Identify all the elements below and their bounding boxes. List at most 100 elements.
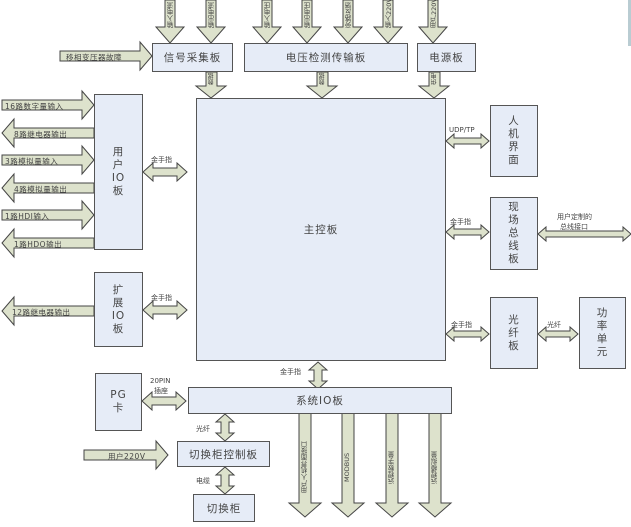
arrow-voltage-data	[305, 71, 339, 99]
label-transformer-fault: 移相变压器故障	[66, 53, 122, 62]
arrow-input-current	[154, 0, 186, 44]
power-unit[interactable]: 功 率 单 元	[579, 297, 626, 369]
main-control-board[interactable]: 主控板	[196, 98, 446, 361]
ext-io-char: 展	[112, 296, 125, 309]
switch-ctrl-label: 切换柜控制板	[189, 448, 258, 461]
arrow-out-remote-digital	[374, 412, 410, 518]
label-input-voltage: 输入电压	[264, 2, 272, 28]
arrow-userio-main	[142, 161, 188, 183]
arrow-main-hmi	[445, 132, 490, 150]
label-fiber-switch: 光纤	[196, 425, 210, 433]
arrow-output-current	[195, 0, 227, 44]
label-20pin-2: 插座	[154, 387, 168, 395]
system-io-board[interactable]: 系统IO板	[188, 387, 452, 414]
arrow-extio-main	[142, 299, 188, 321]
switch-cabinet[interactable]: 切换柜	[193, 494, 255, 522]
ext-io-char: 板	[112, 322, 125, 335]
voltage-detection-board[interactable]: 电压检测传输板	[244, 43, 408, 72]
label-output-voltage: 输出电压	[304, 2, 312, 28]
arrow-main-fieldbus	[445, 223, 490, 241]
user-io-char: 板	[112, 185, 125, 197]
power-board[interactable]: 电源板	[417, 43, 476, 72]
label-input-220v: 输入220V	[385, 0, 393, 28]
arrow-input-220v	[372, 0, 404, 44]
arrow-sysio-switchctrl	[214, 413, 236, 442]
label-power-supply: 供电	[431, 73, 438, 85]
ext-io-char: 扩	[112, 283, 125, 296]
arrow-user-220v-switch	[83, 439, 169, 471]
user-io-board[interactable]: 用 户 IO 板	[94, 94, 143, 250]
arrow-switchctrl-cab	[214, 466, 236, 495]
fiber-char: 纤	[508, 326, 520, 339]
pg-card[interactable]: PG 卡	[95, 373, 142, 431]
label-di-in: 16路数字量输入	[5, 102, 64, 111]
label-gold-finger-fiber: 金手指	[451, 321, 472, 329]
label-out-remote-digital: 远程数字量	[388, 451, 396, 484]
label-relay-out: 8路继电器输出	[14, 130, 68, 139]
label-gold-finger-sysio: 金手指	[280, 368, 301, 376]
label-user-bus-2: 总线接口	[560, 223, 588, 231]
signal-board-label: 信号采集板	[163, 52, 222, 64]
arrow-user-220v-power	[417, 0, 449, 44]
label-gold-finger-fieldbus: 金手指	[450, 218, 471, 226]
switch-cabinet-control-board[interactable]: 切换柜控制板	[177, 441, 270, 467]
arrow-input-voltage	[251, 0, 283, 44]
main-board-label: 主控板	[303, 224, 339, 236]
label-bypass-feedback: 旁路反馈	[345, 2, 353, 28]
label-out-modbus: MODBUS	[343, 452, 351, 483]
arrow-relay-out	[1, 117, 95, 149]
label-gold-finger-userio: 金手指	[151, 156, 172, 164]
arrow-bypass-feedback	[332, 0, 364, 44]
label-udp: UDP/TP	[449, 126, 475, 134]
voltage-board-label: 电压检测传输板	[285, 52, 367, 64]
hmi-char: 人	[508, 115, 520, 127]
arrow-pg-sysio	[141, 390, 187, 412]
system-io-label: 系统IO板	[296, 395, 344, 407]
fieldbus-char: 场	[508, 214, 520, 226]
power-unit-char: 率	[596, 320, 609, 332]
label-output-current: 输出电流	[208, 2, 216, 28]
hmi-box[interactable]: 人 机 界 面	[490, 105, 538, 177]
arrow-ao-out	[1, 172, 95, 204]
arrow-out-modbus	[330, 412, 366, 518]
power-unit-char: 单	[596, 333, 609, 345]
hmi-char: 面	[508, 154, 520, 166]
label-voltage-data: 数据	[319, 73, 326, 85]
label-user-220v-switch: 用户220V	[108, 452, 146, 461]
fieldbus-char: 现	[508, 201, 520, 213]
label-out-hmi-interface: 用户人机界面接口	[301, 441, 309, 494]
arrow-main-fiber	[445, 325, 490, 343]
label-user-220v-power: 用户220V	[430, 0, 438, 28]
label-hdi-in: 1路HDI输入	[5, 212, 50, 221]
arrow-out-remote-analog	[417, 412, 453, 518]
arrow-output-voltage	[291, 0, 323, 44]
arrow-fiber-power	[537, 325, 579, 343]
arrow-ai-in	[1, 144, 95, 176]
right-edge-bar	[628, 0, 631, 46]
fiber-board[interactable]: 光 纤 板	[490, 297, 538, 369]
arrow-fieldbus-user	[537, 225, 631, 243]
fieldbus-char: 板	[508, 253, 520, 265]
signal-acquisition-board[interactable]: 信号采集板	[152, 43, 233, 72]
user-io-char: 用	[112, 146, 125, 158]
label-signal-data: 数据	[208, 73, 215, 85]
label-20pin-1: 20PIN	[150, 377, 171, 385]
fiber-char: 板	[508, 339, 520, 352]
power-unit-char: 功	[596, 307, 609, 319]
power-unit-char: 元	[596, 346, 609, 358]
label-cable: 电缆	[196, 477, 210, 485]
arrow-hdi-in	[1, 199, 95, 231]
arrow-transformer-fault	[59, 40, 153, 72]
arrow-signal-data	[194, 71, 228, 99]
label-ai-in: 3路模拟量输入	[5, 157, 59, 166]
hmi-char: 界	[508, 141, 520, 153]
label-user-bus-1: 用户定制的	[557, 213, 592, 221]
label-input-current: 输入电流	[167, 2, 175, 28]
fieldbus-board[interactable]: 现 场 总 线 板	[490, 197, 538, 270]
label-fiber-link: 光纤	[547, 321, 561, 329]
hmi-char: 机	[508, 128, 520, 140]
label-out-remote-analog: 远程模拟量	[431, 451, 439, 484]
arrow-main-sysio	[307, 361, 329, 390]
extension-io-board[interactable]: 扩 展 IO 板	[94, 272, 143, 347]
